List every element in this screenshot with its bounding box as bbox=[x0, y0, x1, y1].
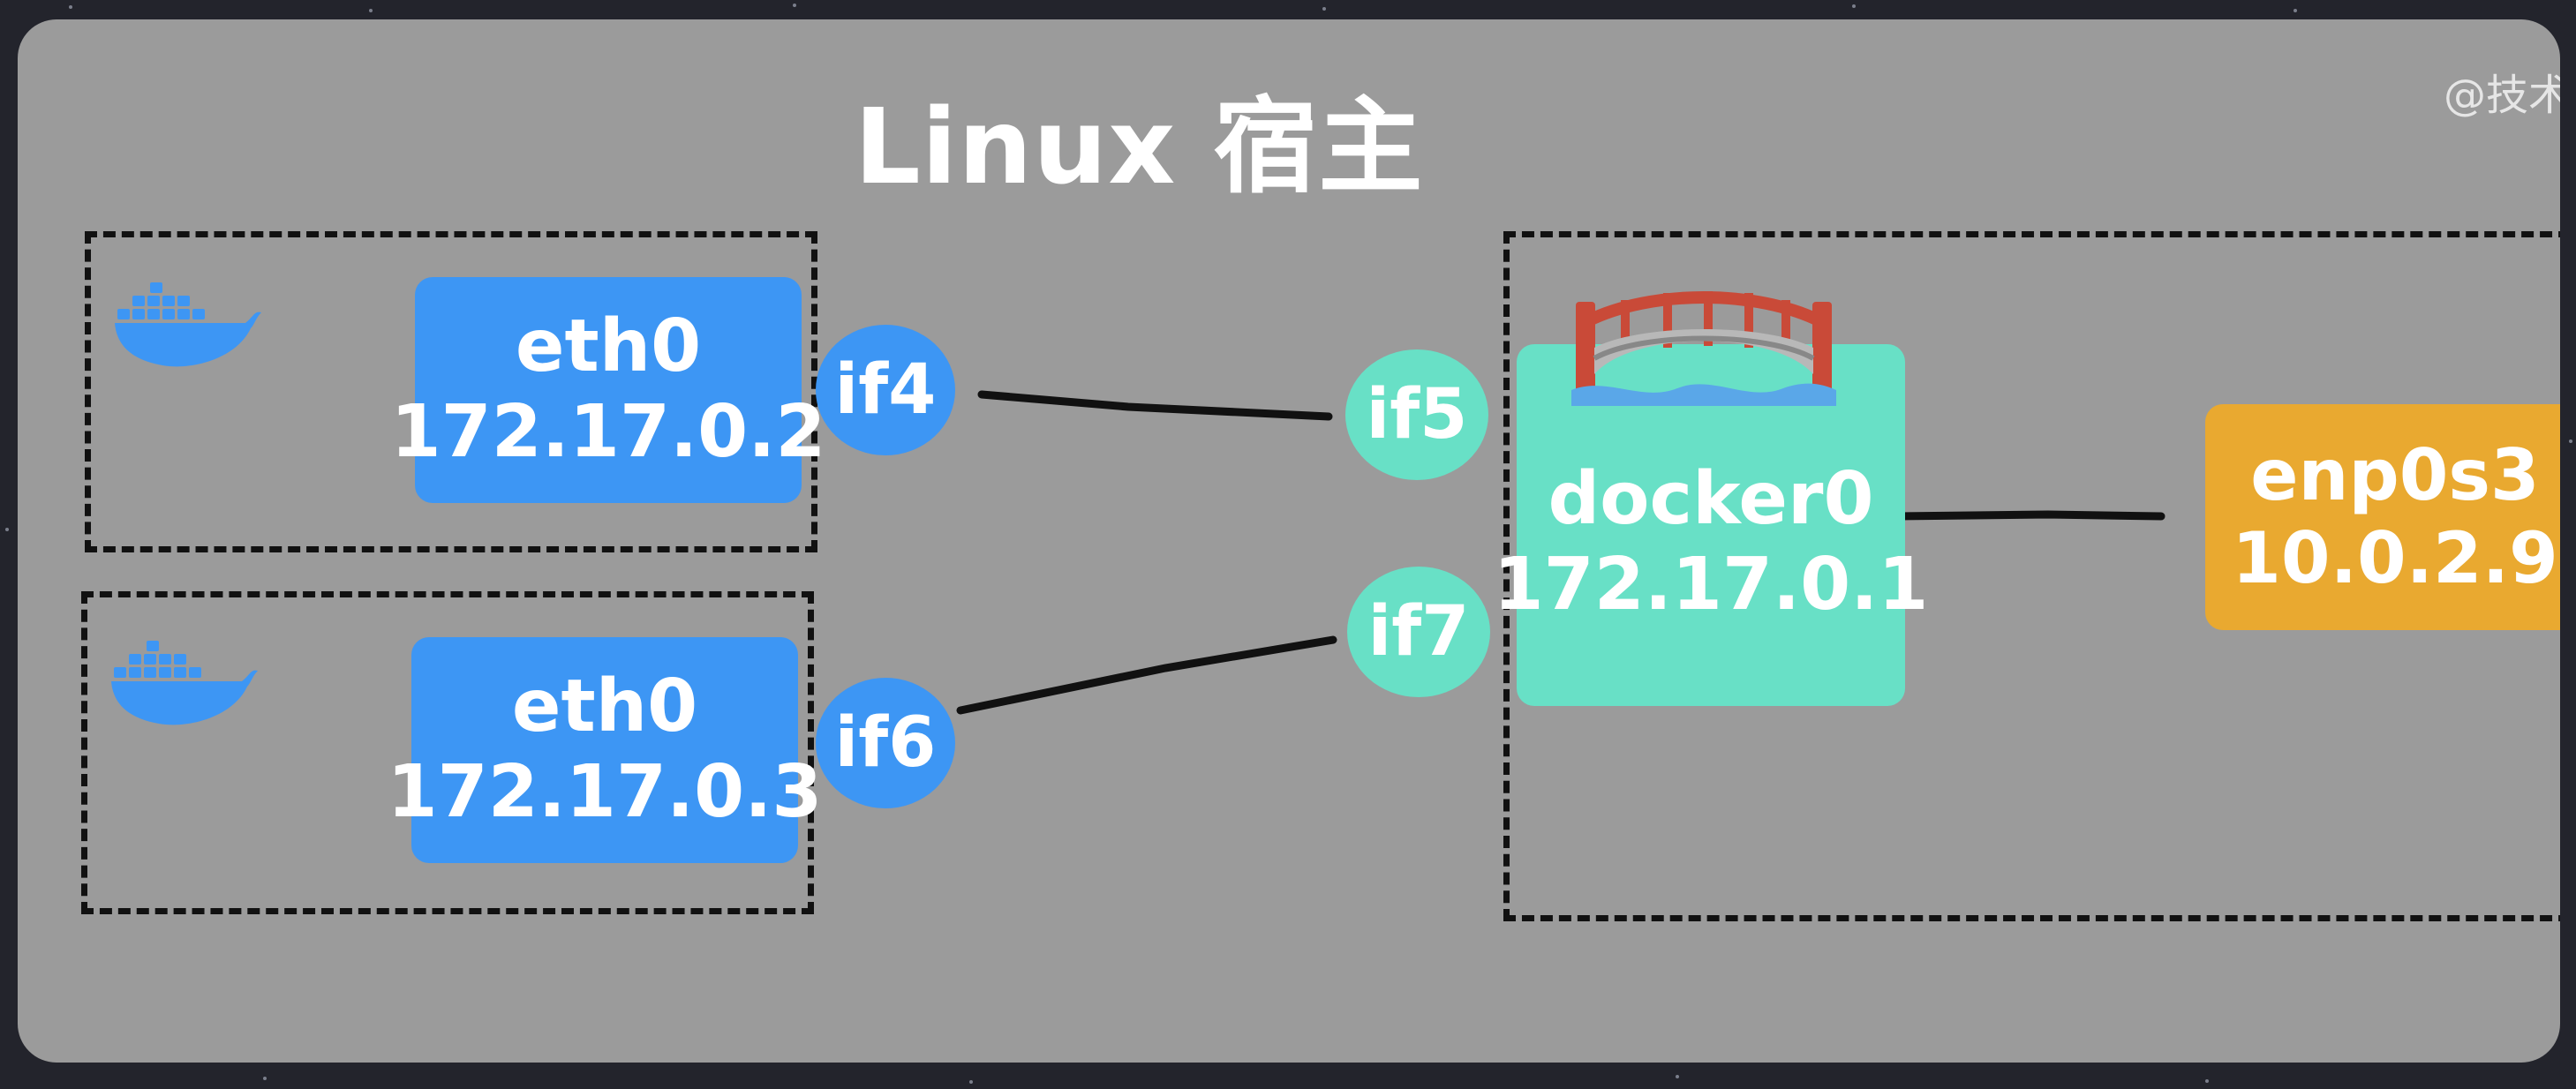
enp0s3-ip: 10.0.2.9 bbox=[2232, 517, 2558, 599]
port-if5: if5 bbox=[1345, 349, 1488, 480]
link-if6-if7 bbox=[956, 635, 1337, 715]
docker-whale-icon bbox=[115, 282, 261, 367]
diagram-title: Linux 宿主 bbox=[854, 86, 1424, 207]
docker-whale-icon bbox=[111, 641, 258, 725]
container-2-eth0: eth0 172.17.0.3 bbox=[388, 637, 822, 863]
watermark: @技术 bbox=[2444, 71, 2560, 120]
eth0-label: eth0 bbox=[515, 304, 702, 389]
port-if7: if7 bbox=[1347, 567, 1490, 697]
enp0s3-label: enp0s3 bbox=[2250, 433, 2540, 516]
eth0-label: eth0 bbox=[511, 665, 698, 749]
eth0-ip: 172.17.0.2 bbox=[390, 390, 826, 474]
docker0-ip: 172.17.0.1 bbox=[1493, 543, 1929, 627]
container-1 bbox=[85, 231, 817, 552]
container-2 bbox=[81, 591, 814, 914]
linux-host-panel: Linux 宿主 @技术 eth0 172.17.0.2 if4 bbox=[18, 19, 2560, 1063]
veth-links bbox=[956, 390, 2165, 715]
docker0-label: docker0 bbox=[1548, 457, 1874, 542]
port-if4: if4 bbox=[816, 325, 955, 455]
host-network-namespace bbox=[1503, 231, 2560, 921]
container-1-eth0: eth0 172.17.0.2 bbox=[391, 277, 825, 503]
bridge-icon bbox=[1571, 291, 1836, 406]
enp0s3-uplink: enp0s3 10.0.2.9 bbox=[2205, 404, 2560, 630]
eth0-ip: 172.17.0.3 bbox=[387, 750, 823, 834]
link-if4-if5 bbox=[977, 390, 1333, 421]
link-docker0-enp0s3 bbox=[1892, 510, 2165, 521]
port-if6: if6 bbox=[816, 678, 955, 808]
